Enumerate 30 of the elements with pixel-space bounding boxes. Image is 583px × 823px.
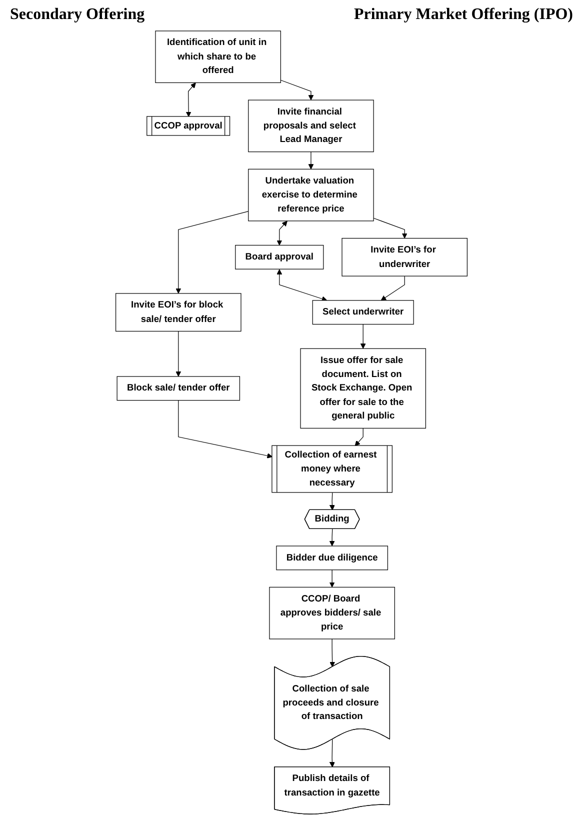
arrow <box>380 276 405 301</box>
arrow <box>276 220 288 246</box>
section-heading: Primary Market Offering (IPO) <box>354 6 573 24</box>
arrow <box>329 528 335 546</box>
arrow <box>330 638 336 668</box>
node-box: Identification of unit in which share to be offered <box>155 30 281 84</box>
arrow <box>354 428 364 446</box>
node-box: Issue offer for sale document. List on Stock Exchange. Open offer for sale to the general public <box>300 348 426 429</box>
arrow <box>178 400 272 458</box>
section-heading: Secondary Offering <box>10 6 145 24</box>
arrow <box>360 324 366 349</box>
arrow <box>186 82 196 118</box>
arrow <box>276 269 328 302</box>
arrow <box>329 739 335 768</box>
node-box: Bidder due diligence <box>276 546 388 570</box>
arrow <box>373 218 408 239</box>
node-box: Select underwriter <box>312 300 414 325</box>
arrow <box>176 330 182 377</box>
arrow <box>308 152 314 170</box>
arrow <box>176 211 249 294</box>
node-box: Invite EOI’s for underwriter <box>342 238 468 276</box>
node-box: Invite financial proposals and select Lead Manager <box>248 100 374 152</box>
arrow <box>329 492 335 510</box>
node-box: Block sale/ tender offer <box>116 376 240 401</box>
node-box: CCOP/ Board approves bidders/ sale price <box>269 586 395 640</box>
node-box: Undertake valuation exercise to determine reference price <box>248 168 374 222</box>
arrow <box>329 570 335 588</box>
node-box: Board approval <box>235 244 324 270</box>
node-box: Invite EOI’s for block sale/ tender offer <box>115 293 242 332</box>
arrow <box>280 80 314 100</box>
